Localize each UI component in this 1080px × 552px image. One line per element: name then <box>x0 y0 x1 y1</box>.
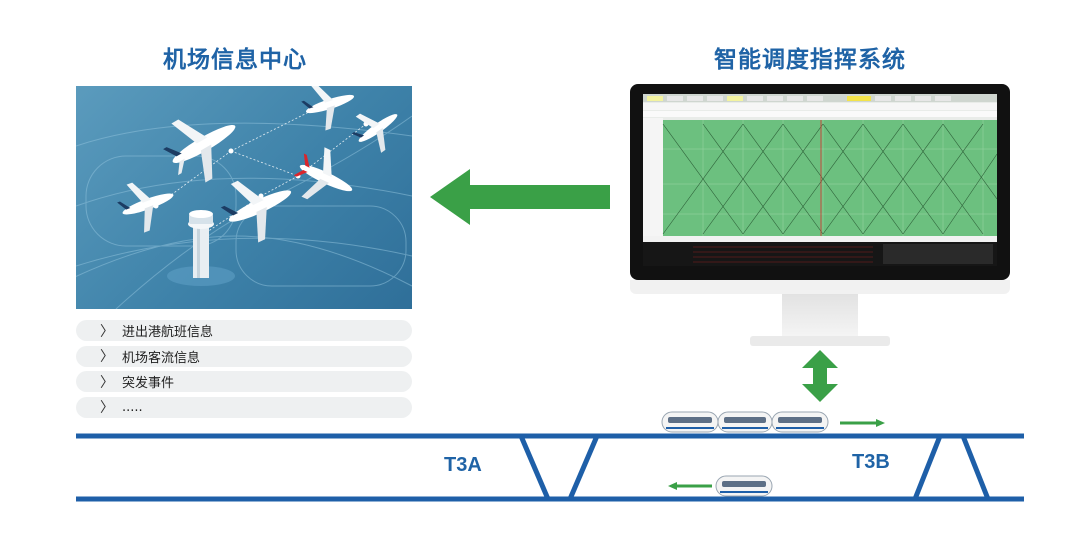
monitor-base <box>750 336 890 346</box>
airport-info-list: 〉 进出港航班信息 〉 机场客流信息 〉 突发事件 〉 ..... <box>76 320 412 422</box>
train-diagram-screen <box>643 94 997 266</box>
list-item-flight-info[interactable]: 〉 进出港航班信息 <box>76 320 412 341</box>
train-car <box>717 411 773 433</box>
arrow-right-icon <box>840 419 885 427</box>
screen-toolbar <box>643 96 997 117</box>
train-icon <box>661 411 829 433</box>
airplane-icon <box>301 86 355 131</box>
train-car <box>661 411 719 433</box>
airplane-icon <box>220 180 292 243</box>
double-arrow-vertical-icon <box>802 350 838 402</box>
list-item-passenger-flow[interactable]: 〉 机场客流信息 <box>76 345 412 367</box>
list-item-label: 进出港航班信息 <box>122 325 214 340</box>
timetable-grid <box>663 120 997 236</box>
train-car <box>771 411 829 433</box>
station-label-t3b: T3B <box>852 451 890 473</box>
chevron-right-icon: 〉 <box>100 400 114 416</box>
dispatch-monitor <box>630 84 1010 348</box>
dispatch-screen <box>643 94 997 266</box>
dispatch-system-title: 智能调度指挥系统 <box>714 47 906 73</box>
monitor-bezel <box>630 84 1010 280</box>
screen-status-bar <box>643 236 997 242</box>
list-item-label: ..... <box>122 399 143 415</box>
control-tower-icon <box>167 210 235 286</box>
list-item-emergencies[interactable]: 〉 突发事件 <box>76 371 412 392</box>
airport-scene <box>76 86 412 309</box>
track-lines <box>76 433 1024 502</box>
monitor-stand <box>782 294 858 338</box>
screen-sidebar <box>643 118 663 238</box>
airplane-icon <box>351 113 398 153</box>
list-item-label: 突发事件 <box>122 376 175 391</box>
airplane-icon <box>117 182 174 233</box>
chevron-right-icon: 〉 <box>100 374 114 391</box>
timetable-area <box>663 120 997 236</box>
airport-illustration <box>76 86 412 309</box>
station-label-t3a: T3A <box>444 454 482 476</box>
chevron-right-icon: 〉 <box>100 349 114 365</box>
screen-log-controls <box>883 244 993 264</box>
train-path-lines <box>662 123 997 235</box>
chevron-right-icon: 〉 <box>100 323 114 340</box>
list-item-more[interactable]: 〉 ..... <box>76 396 412 418</box>
airplane-icon <box>163 119 236 183</box>
monitor-chin <box>630 280 1010 294</box>
arrow-left-icon <box>668 482 712 490</box>
airplane-icon <box>293 147 353 200</box>
airport-info-center-title: 机场信息中心 <box>163 47 307 73</box>
log-text-lines <box>693 246 873 263</box>
list-item-label: 机场客流信息 <box>122 350 201 366</box>
arrow-left-icon <box>430 169 610 225</box>
train-icon <box>715 475 773 497</box>
